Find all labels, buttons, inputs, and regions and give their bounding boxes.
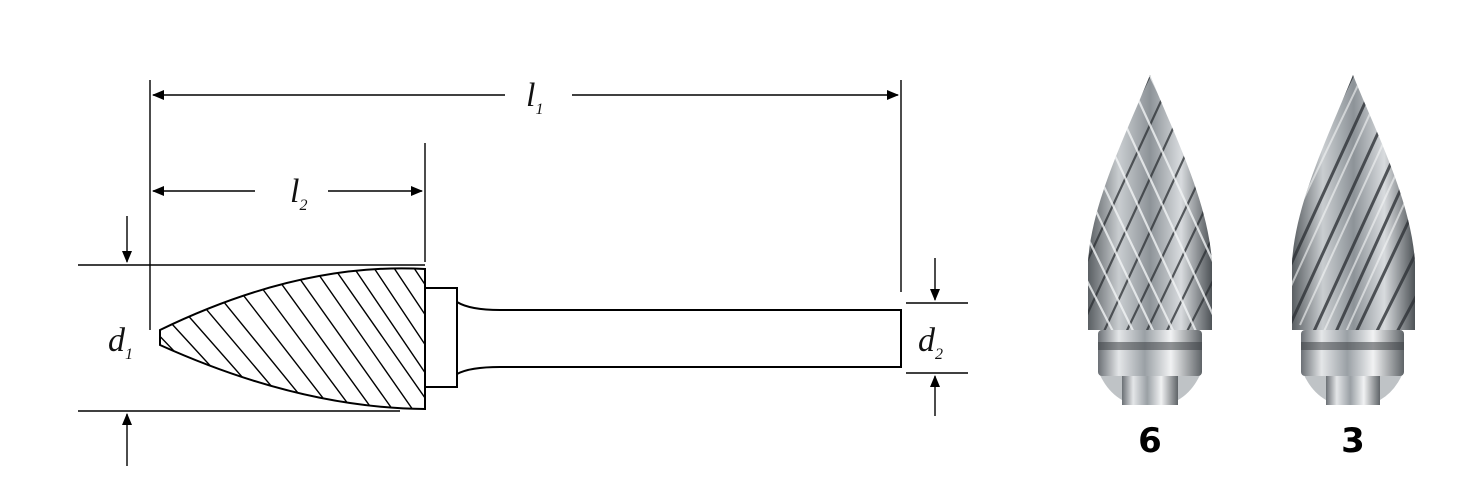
d1-label: d1 bbox=[108, 322, 133, 363]
burr-shank-outline bbox=[425, 287, 902, 388]
photo-caption-double-cut: 6 bbox=[1138, 421, 1162, 461]
l1-label: l1 bbox=[526, 77, 543, 118]
burr-photo-double-cut: 6 bbox=[1088, 75, 1212, 461]
d2-label: d2 bbox=[918, 322, 943, 363]
burr-photo-single-cut: 3 bbox=[1292, 75, 1415, 461]
l2-label: l2 bbox=[290, 173, 307, 214]
photo-caption-single-cut: 3 bbox=[1341, 421, 1365, 461]
burr-head-outline bbox=[159, 267, 426, 411]
